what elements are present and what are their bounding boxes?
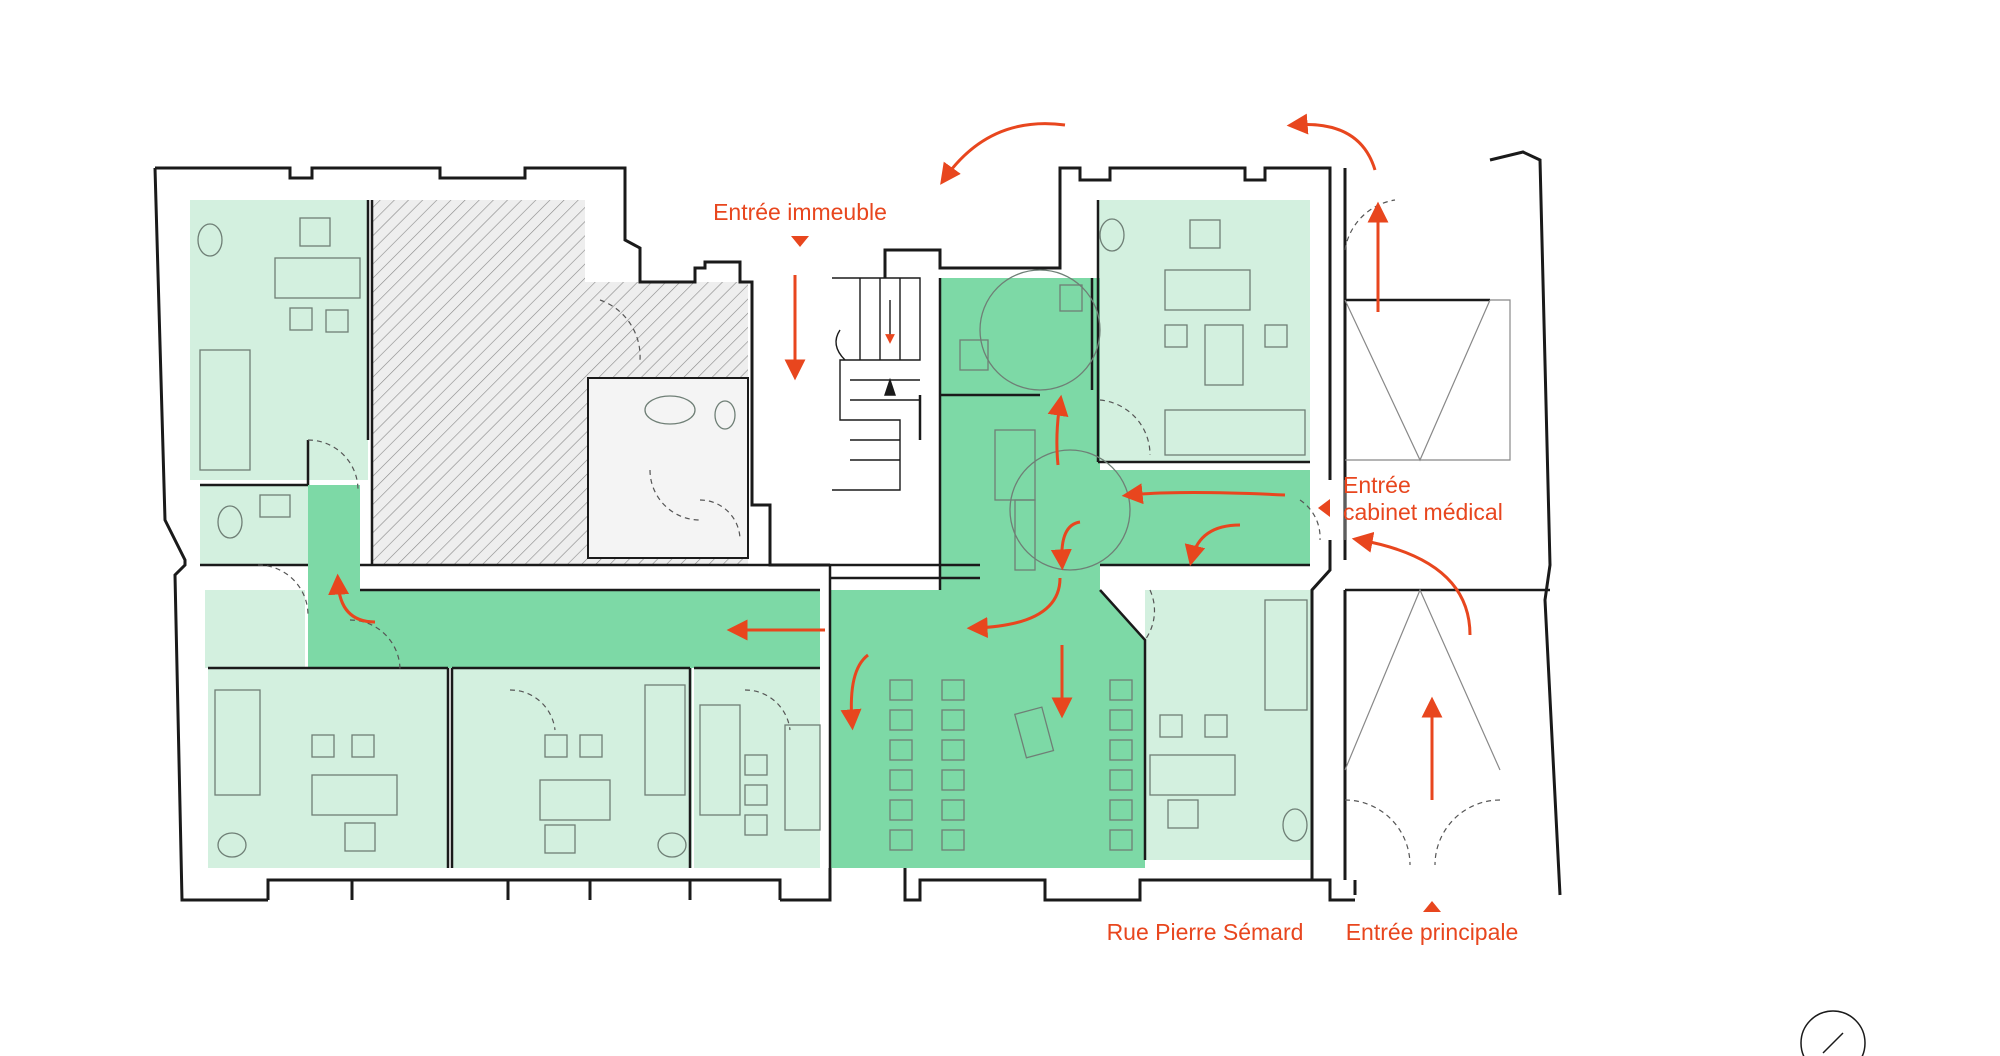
label-street: Rue Pierre Sémard [1107, 919, 1304, 945]
label-medical-entrance-1: Entrée [1343, 472, 1411, 498]
chair [299, 217, 331, 247]
toilet [217, 505, 243, 539]
waiting-chairs [889, 679, 1133, 851]
north-arrow-icon [1800, 1010, 1866, 1056]
furniture [197, 217, 1308, 858]
toilet [959, 339, 989, 371]
chair [544, 734, 568, 758]
desk [539, 779, 611, 821]
washroom-west [200, 485, 308, 565]
bathtub [644, 395, 696, 425]
desk [274, 257, 361, 299]
exam-table [214, 689, 261, 796]
sink [217, 832, 247, 858]
label-main-entrance: Entrée principale [1346, 919, 1519, 945]
chair [1204, 714, 1228, 738]
sofa [199, 349, 251, 471]
curved-arrow-icon [1047, 394, 1069, 466]
office-room-southeast [1145, 590, 1313, 860]
chair [744, 784, 768, 806]
chair [289, 307, 313, 331]
chair [1189, 219, 1221, 249]
sink [657, 832, 687, 858]
sink-west [259, 494, 291, 518]
wall-east-outline [883, 166, 1332, 480]
waiting-area [830, 590, 1145, 868]
chair [744, 754, 768, 776]
desk [1149, 754, 1236, 796]
wall-south-east [903, 868, 1355, 902]
chair [344, 822, 376, 852]
chair [1159, 714, 1183, 738]
curved-arrow-icon [940, 122, 1066, 185]
entrance-passage [1344, 299, 1511, 771]
desk [699, 704, 741, 816]
curved-arrow-icon [1184, 523, 1241, 567]
curved-arrow-icon [328, 573, 376, 624]
storage-west [205, 590, 305, 668]
staircase [832, 277, 921, 491]
curved-arrow-icon [840, 653, 869, 731]
chair [544, 824, 576, 854]
triangle-marker-icon [1318, 499, 1330, 517]
curved-arrow-icon [1286, 113, 1377, 171]
curved-arrow-icon [1351, 531, 1472, 636]
curved-arrow-icon [1121, 483, 1286, 505]
entrance-hall [1100, 470, 1310, 565]
wall-east-side [1310, 540, 1332, 880]
sink [1059, 284, 1083, 312]
wall-west-outline [155, 166, 830, 567]
wall-entrance-east [1489, 150, 1562, 896]
wall-south [266, 868, 832, 902]
sink [197, 223, 223, 257]
curved-arrow-icon [966, 577, 1062, 639]
curved-arrow-icon [1050, 520, 1081, 571]
exterior-walls [153, 150, 1562, 902]
chair [744, 814, 768, 836]
exam-table [1264, 599, 1308, 711]
wall-entrance-mid [1343, 590, 1357, 895]
sink [1099, 218, 1125, 252]
sink [1282, 808, 1308, 842]
chair [579, 734, 603, 758]
wheelchair [1204, 324, 1244, 386]
chair [311, 734, 335, 758]
triangle-marker-icon [791, 236, 809, 247]
exam-table [644, 684, 686, 796]
office-room-south-1 [452, 668, 692, 868]
circulation-arrows [328, 113, 1472, 800]
chair [1264, 324, 1288, 348]
office-room-southwest [208, 668, 448, 868]
toilet [714, 400, 736, 430]
label-medical-entrance-2: cabinet médical [1343, 499, 1503, 525]
accessible-washroom [940, 278, 1092, 390]
desk [1164, 269, 1251, 311]
office-room-northeast [1098, 200, 1310, 462]
office-room-northwest [190, 200, 368, 480]
chair [1164, 324, 1188, 348]
counter [784, 724, 821, 831]
chair [351, 734, 375, 758]
excluded-apartment [372, 200, 749, 565]
chair [1167, 799, 1199, 829]
triangle-marker-icon [1423, 901, 1441, 912]
hatched-bathroom [587, 377, 749, 559]
wall-west-side [153, 167, 268, 902]
interior-walls [200, 200, 1550, 868]
label-building-entrance: Entrée immeuble [713, 199, 887, 225]
office-room-south-2 [694, 668, 820, 868]
turning-circle [979, 269, 1101, 391]
chair [325, 309, 349, 333]
desk [311, 774, 398, 816]
sofa [1164, 409, 1306, 456]
